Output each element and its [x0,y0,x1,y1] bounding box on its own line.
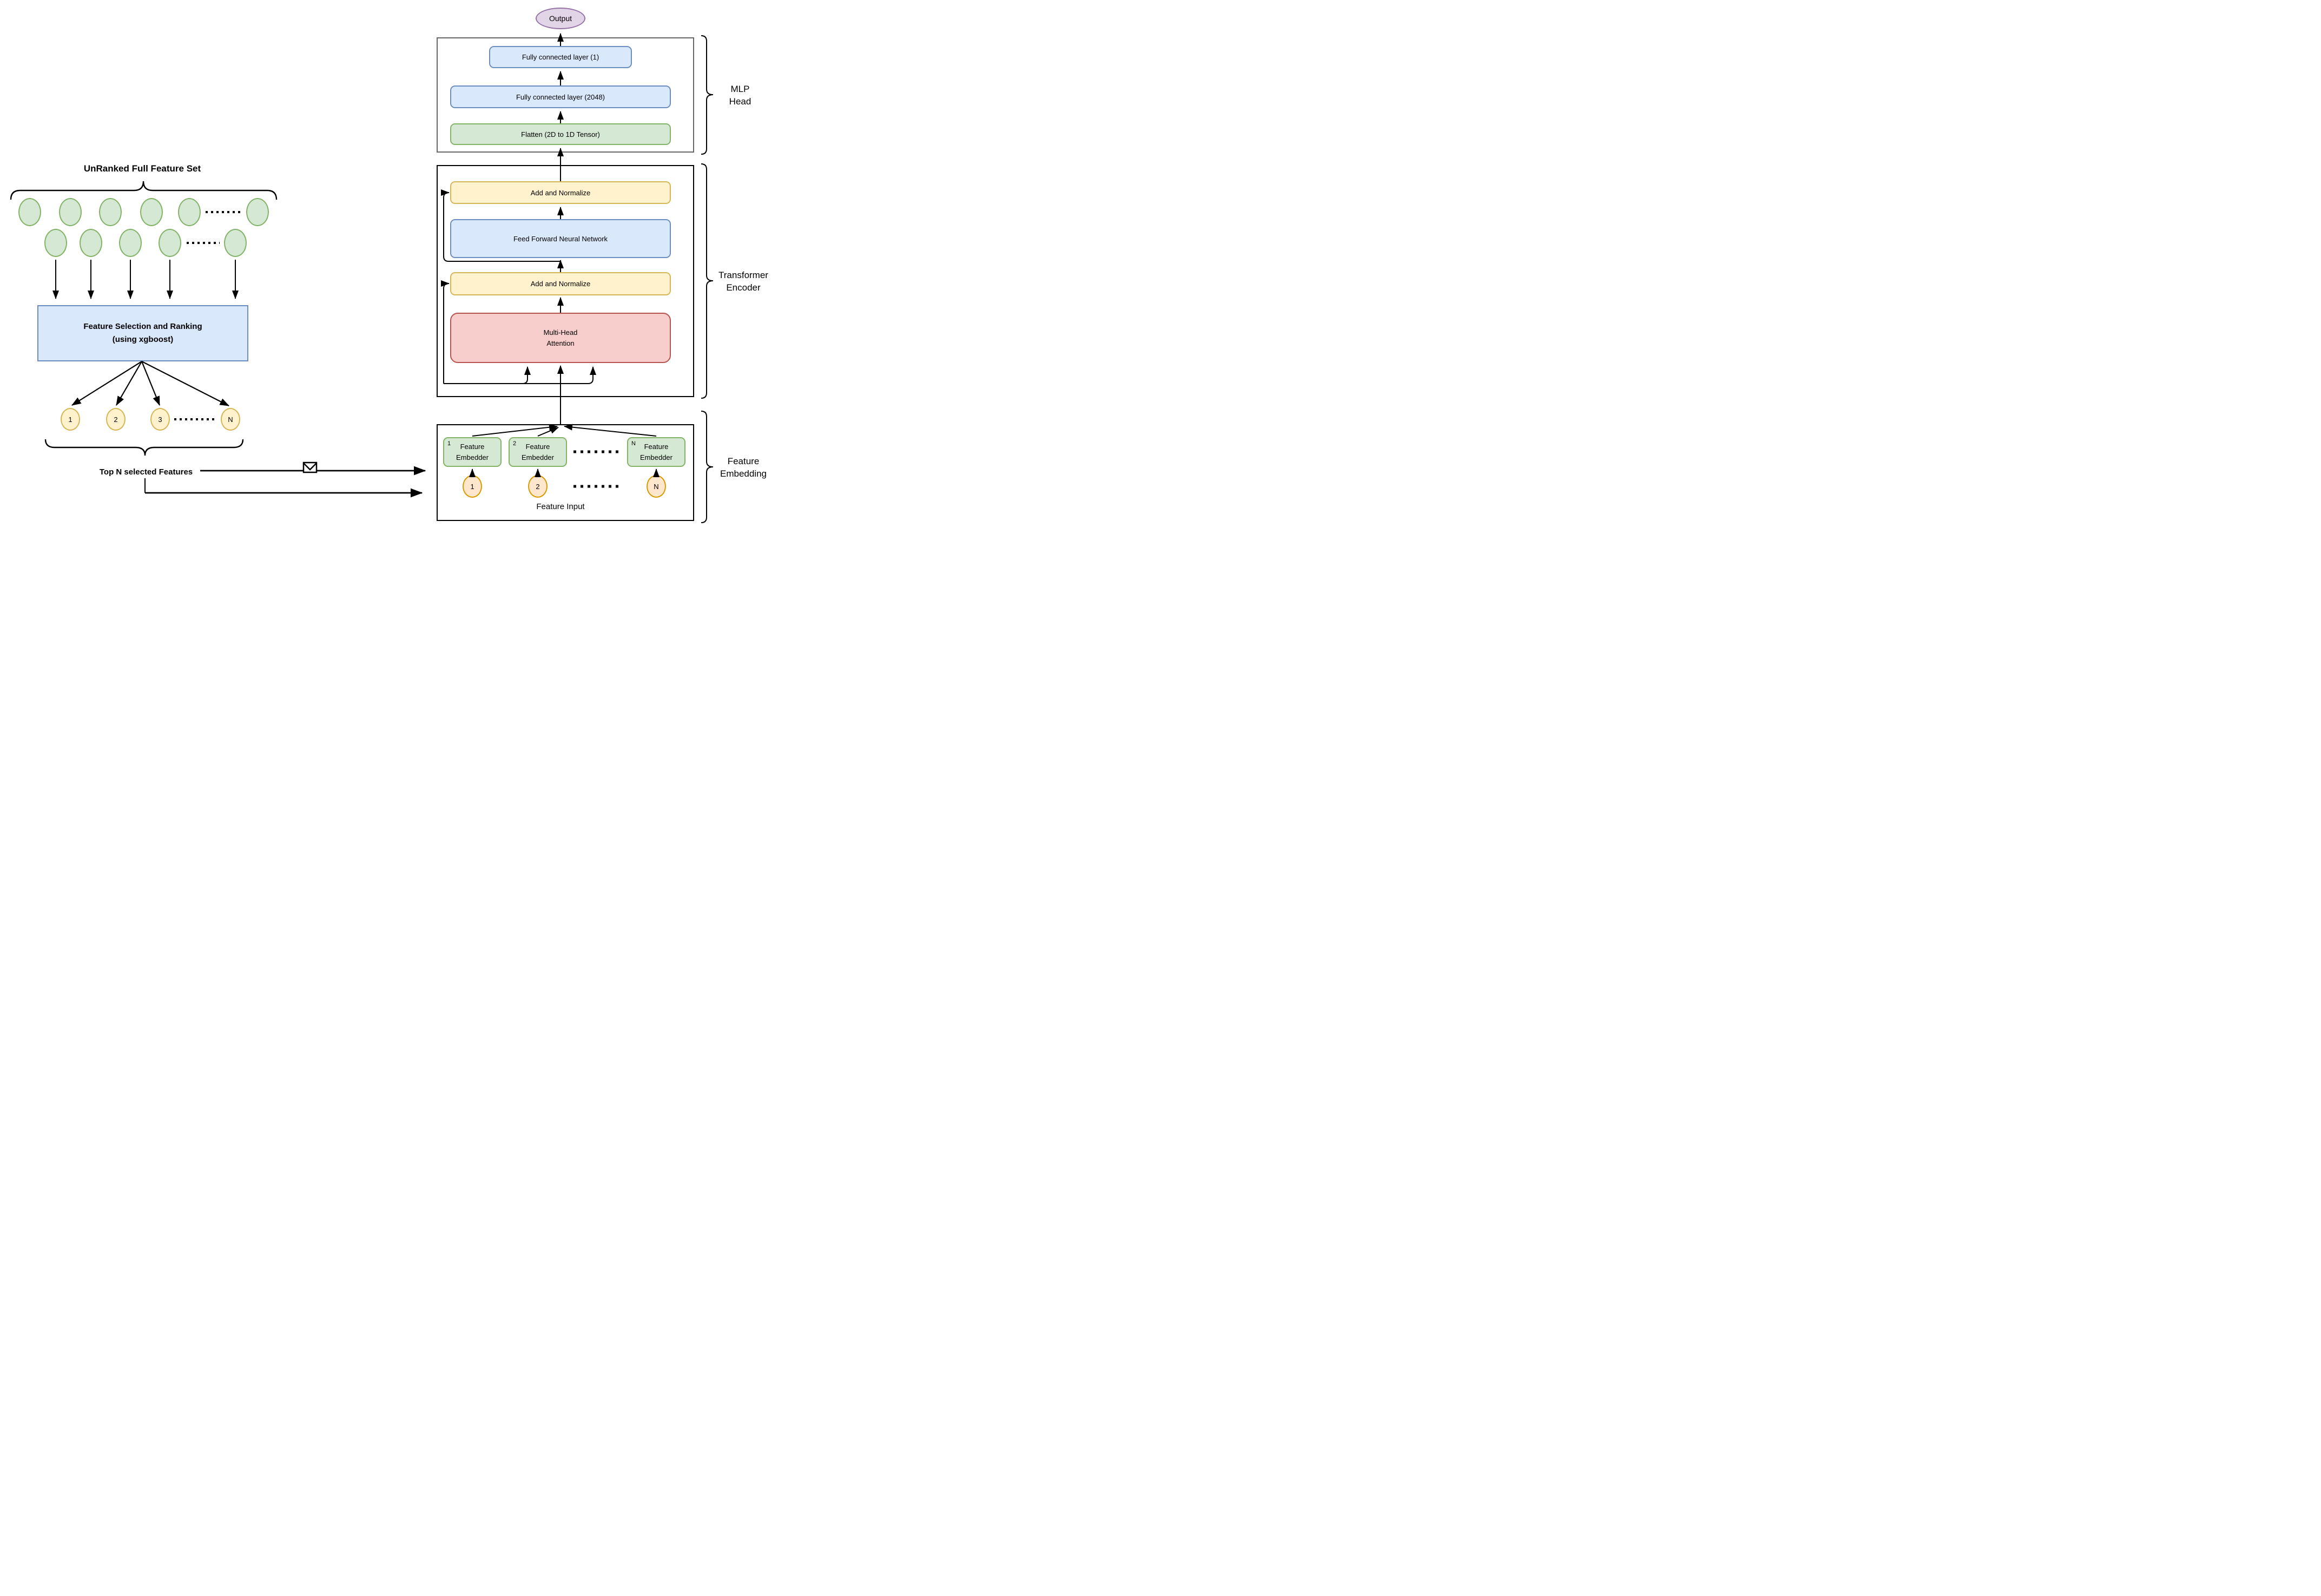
feature-ellipse [59,198,82,226]
feature-embedder-2-label2: Embedder [522,453,554,461]
arrow-selection-to-rank2 [116,361,142,406]
architecture-diagram: Output Fully connected layer (1) Fully c… [0,0,774,532]
ranked-feature-1-label: 1 [68,415,72,424]
fully-connected-2048-label: Fully connected layer (2048) [516,93,605,101]
feature-embedder-2-label: Feature [525,443,550,451]
feature-embedder-1-box: 1 Feature Embedder [443,437,502,467]
add-normalize-bottom-label: Add and Normalize [530,280,591,288]
feature-input-circle-1: 1 [463,475,482,498]
add-normalize-bottom-box: Add and Normalize [450,272,671,295]
mha-label-line1: Multi-Head [543,328,578,337]
feature-embedder-n-label2: Embedder [640,453,672,461]
feature-embedder-2-box: 2 Feature Embedder [509,437,567,467]
ranked-feature-circle-n: N [221,408,240,431]
ranked-feature-2-label: 2 [114,415,118,424]
output-label: Output [549,14,572,23]
feature-embedding-section-label: Feature Embedding [714,454,773,482]
feature-ellipse [224,229,247,257]
feature-embedding-label-line2: Embedding [720,469,767,479]
brace-mlp-head [701,35,714,155]
add-normalize-top-box: Add and Normalize [450,181,671,204]
transformer-encoder-outer-box [437,165,694,397]
feature-embedding-label-line1: Feature [727,456,760,467]
transformer-label-line2: Encoder [726,282,761,293]
feature-input-1-label: 1 [470,482,474,491]
flatten-label: Flatten (2D to 1D Tensor) [521,130,600,139]
arrow-selection-to-rankN [141,361,229,406]
feature-embedder-n-box: N Feature Embedder [627,437,685,467]
flatten-box: Flatten (2D to 1D Tensor) [450,123,671,145]
feature-ellipse [18,198,41,226]
feature-embedder-2-index: 2 [513,440,517,447]
fully-connected-1-label: Fully connected layer (1) [522,53,599,61]
feature-selection-box: Feature Selection and Ranking (using xgb… [37,305,248,361]
feature-embedder-n-label: Feature [644,443,669,451]
transformer-label-line1: Transformer [718,270,768,281]
feature-ellipse [178,198,201,226]
feed-forward-box: Feed Forward Neural Network [450,219,671,258]
mlp-head-label-line1: MLP [730,84,750,95]
feature-selection-label-line2: (using xgboost) [112,335,174,344]
feature-embedder-n-index: N [631,440,636,447]
feature-embedder-1-index: 1 [447,440,451,447]
unranked-title-text: UnRanked Full Feature Set [83,163,201,174]
brace-feature-embedding [701,411,714,523]
feature-ellipse [44,229,67,257]
feature-ellipse [246,198,269,226]
feature-ellipse [119,229,142,257]
feature-ellipse [159,229,181,257]
mlp-head-section-label: MLP Head [713,82,767,109]
mha-label-line2: Attention [546,339,575,347]
transformer-encoder-section-label: Transformer Encoder [714,268,773,295]
ranked-feature-circle-1: 1 [61,408,80,431]
arrow-selection-to-rank3 [141,361,161,406]
feature-selection-label-line1: Feature Selection and Ranking [83,322,202,331]
feature-input-2-label: 2 [536,482,540,491]
feature-embedder-1-label: Feature [460,443,485,451]
mlp-head-outer-box [437,37,694,153]
output-ellipse: Output [536,8,585,29]
unranked-title: UnRanked Full Feature Set [48,162,237,175]
feature-input-n-label: N [654,482,659,491]
multi-head-attention-box: Multi-Head Attention [450,313,671,363]
arrow-selection-to-rank1 [71,361,142,406]
feature-input-caption-text: Feature Input [536,502,585,511]
fully-connected-1-box: Fully connected layer (1) [489,46,632,68]
feature-input-circle-n: N [647,475,666,498]
envelope-icon [302,461,318,473]
top-n-selected-label: Top N selected Features [65,466,227,478]
feed-forward-label: Feed Forward Neural Network [513,234,608,243]
feature-input-caption: Feature Input [506,500,615,512]
ranked-feature-3-label: 3 [158,415,162,424]
ranked-feature-n-label: N [228,415,233,424]
ranked-feature-circle-2: 2 [106,408,126,431]
brace-top-n-selected [44,439,244,456]
ranked-feature-circle-3: 3 [150,408,170,431]
brace-unranked-set [10,181,278,200]
top-n-selected-text: Top N selected Features [99,467,193,477]
mlp-head-label-line2: Head [729,96,751,107]
feature-embedder-1-label2: Embedder [456,453,489,461]
feature-ellipse [99,198,122,226]
feature-input-circle-2: 2 [528,475,548,498]
brace-transformer-encoder [701,163,714,399]
feature-ellipse [140,198,163,226]
add-normalize-top-label: Add and Normalize [530,188,591,197]
fully-connected-2048-box: Fully connected layer (2048) [450,85,671,108]
feature-ellipse [80,229,102,257]
